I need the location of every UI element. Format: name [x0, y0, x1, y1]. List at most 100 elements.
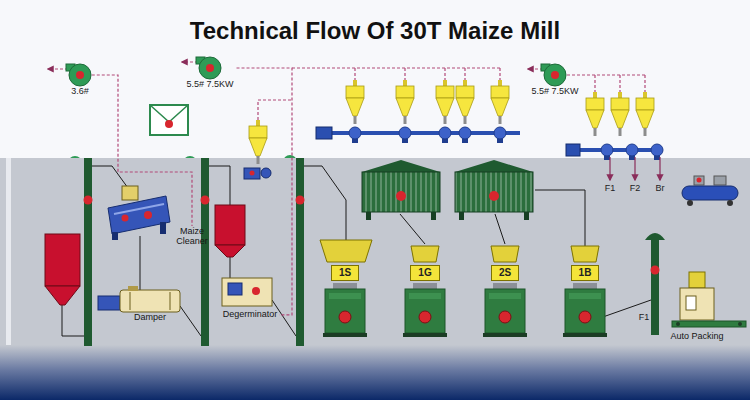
cyclone — [249, 80, 654, 164]
plansifter — [455, 172, 533, 212]
fan-label: 3.6# — [71, 87, 89, 97]
air-duct — [92, 75, 192, 226]
airlock-valve — [494, 127, 506, 143]
mill-hopper — [411, 246, 439, 262]
pneumatic-pipe — [316, 127, 332, 139]
maize-cleaner-machine — [122, 215, 129, 222]
mill-tag: 2S — [491, 265, 519, 281]
exhaust-lines — [292, 68, 500, 80]
bucket-elevator — [651, 266, 660, 275]
maize-cleaner-machine — [122, 186, 138, 200]
machine-node: Maize Cleaner — [167, 226, 217, 248]
plansifter — [362, 172, 440, 212]
diagram-title: Technical Flow Of 30T Maize Mill — [0, 17, 750, 45]
output-label: F1 — [639, 313, 650, 323]
floor-ground — [0, 158, 750, 400]
fan-label: 5.5# 7.5KW — [186, 80, 233, 90]
auto-packing-machine — [686, 296, 696, 310]
plansifter — [362, 160, 533, 220]
conveying-pipes — [140, 236, 141, 290]
plansifter — [459, 212, 464, 220]
pulse-filter — [150, 105, 188, 135]
output-label: F1 — [605, 184, 616, 194]
damper-machine — [98, 296, 120, 310]
fan-node: 3.6# — [68, 62, 92, 97]
raw-silo — [45, 234, 80, 305]
air-compressor — [682, 176, 738, 206]
conveying-pipes — [535, 190, 585, 246]
fan-node: 5.5# 7.5KW — [183, 55, 236, 90]
cyclone — [346, 80, 364, 124]
degerminator-machine — [222, 278, 272, 306]
machine-node: Damper — [132, 312, 168, 324]
conveying-pipes — [92, 166, 128, 188]
air-compressor — [727, 200, 733, 206]
conveying-pipes — [209, 166, 230, 205]
conveying-pipes — [495, 214, 505, 244]
degerminator-machine — [252, 287, 260, 295]
airlock-valve — [626, 144, 638, 160]
air-compressor — [682, 186, 738, 200]
machine-node: Auto Packing — [668, 331, 725, 343]
air-duct — [237, 68, 292, 315]
plansifter — [524, 212, 529, 220]
maize-cleaner-machine — [144, 211, 152, 219]
plansifter — [431, 212, 436, 220]
auto-packing-machine — [680, 288, 714, 320]
air-compressor — [714, 176, 726, 185]
mill-hopper — [491, 246, 519, 262]
fan-node: 5.5# 7.5KW — [528, 62, 581, 97]
airlock-valve — [399, 127, 411, 143]
degerminator-machine — [215, 168, 272, 306]
airlock-valve — [439, 127, 451, 143]
exhaust-lines — [48, 68, 68, 69]
raw-silo — [45, 286, 80, 305]
cyclone — [249, 120, 267, 164]
maize-cleaner-machine — [112, 232, 118, 240]
maize-cleaner-machine — [108, 196, 170, 234]
roller-mill — [483, 283, 527, 337]
conveying-pipes — [400, 214, 425, 244]
cyclone — [586, 92, 604, 136]
damper-machine — [170, 292, 171, 310]
left-strip — [6, 158, 11, 345]
auto-packing-machine — [689, 272, 705, 288]
output-arrows — [609, 157, 610, 180]
bucket-elevator — [645, 233, 665, 240]
maize-cleaner-machine — [160, 222, 166, 234]
pulse-filter — [165, 120, 173, 128]
cyclone — [611, 92, 629, 136]
auto-packing-machine — [738, 322, 742, 326]
degerminator-machine — [215, 205, 245, 245]
bucket-elevator — [296, 158, 304, 346]
exhaust-lines — [258, 100, 292, 120]
mill-label: 2S — [499, 267, 511, 279]
mill-label: 1B — [579, 267, 592, 279]
maize-cleaner-machine — [114, 204, 164, 214]
roller-mill — [323, 283, 367, 337]
air-compressor — [697, 178, 702, 183]
maize-cleaner-machine — [108, 186, 170, 240]
machine-label: Maize Cleaner — [169, 227, 215, 247]
fan-label: 5.5# 7.5KW — [531, 87, 578, 97]
plansifter — [366, 212, 371, 220]
mill-hopper — [571, 246, 599, 262]
auto-packing-machine — [676, 322, 680, 326]
damper-machine — [128, 286, 138, 291]
roller-mill — [403, 283, 447, 337]
auto-packing-machine — [672, 272, 746, 327]
roller-mill — [563, 283, 607, 337]
conveying-pipes — [230, 255, 231, 278]
degerminator-machine — [215, 245, 245, 257]
cyclone — [636, 92, 654, 136]
pneumatic-pipe — [570, 148, 662, 152]
plansifter — [396, 191, 406, 201]
degerminator-machine — [244, 168, 260, 179]
machine-node: Degerminator — [221, 309, 280, 321]
fan — [66, 57, 566, 86]
fan — [66, 64, 91, 86]
machine-label: Auto Packing — [670, 332, 723, 342]
